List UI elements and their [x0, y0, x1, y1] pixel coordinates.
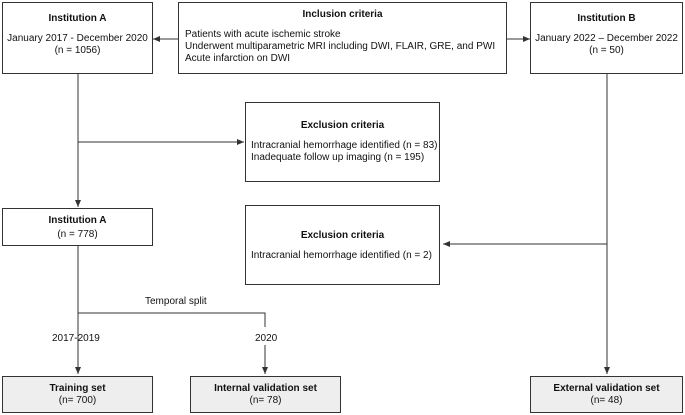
inclusion-criterion-2: Underwent multiparametric MRI including …	[185, 41, 496, 52]
training-set-count: (n= 700)	[58, 395, 97, 406]
institution-a-top-title: Institution A	[48, 13, 107, 24]
institution-a-mid-count: (n = 778)	[57, 229, 98, 240]
inclusion-criteria-title: Inclusion criteria	[302, 9, 383, 20]
temporal-split-label: Temporal split	[145, 296, 207, 307]
split-line	[78, 312, 266, 327]
institution-a-mid-box: Institution A (n = 778)	[2, 208, 153, 246]
institution-b-title: Institution B	[577, 13, 636, 24]
inclusion-criterion-1: Patients with acute ischemic stroke	[185, 29, 341, 40]
internal-validation-title: Internal validation set	[214, 383, 317, 394]
external-validation-box: External validation set (n= 48)	[530, 376, 683, 413]
institution-a-top-dates: January 2017 - December 2020	[7, 33, 148, 44]
split-left-label: 2017-2019	[52, 333, 100, 344]
internal-validation-count: (n= 78)	[249, 395, 282, 406]
institution-b-dates: January 2022 – December 2022	[535, 33, 678, 44]
exclusion-2-item-1: Intracranial hemorrhage identified (n = …	[251, 250, 432, 261]
exclusion-criteria-2-box: Exclusion criteria Intracranial hemorrha…	[245, 205, 440, 285]
training-set-box: Training set (n= 700)	[2, 376, 153, 413]
institution-b-box: Institution B January 2022 – December 20…	[530, 2, 683, 74]
exclusion-1-item-2: Inadequate follow up imaging (n = 195)	[251, 152, 425, 163]
internal-validation-box: Internal validation set (n= 78)	[190, 376, 341, 413]
external-validation-title: External validation set	[553, 383, 660, 394]
institution-a-top-count: (n = 1056)	[54, 45, 101, 56]
exclusion-1-item-1: Intracranial hemorrhage identified (n = …	[251, 140, 438, 151]
exclusion-criteria-2-title: Exclusion criteria	[300, 230, 385, 241]
institution-a-mid-title: Institution A	[48, 215, 107, 226]
exclusion-criteria-1-box: Exclusion criteria Intracranial hemorrha…	[245, 102, 440, 182]
external-validation-count: (n= 48)	[590, 395, 623, 406]
inclusion-criteria-box: Inclusion criteria Patients with acute i…	[178, 2, 507, 74]
inclusion-criterion-3: Acute infarction on DWI	[185, 53, 291, 64]
split-right-label: 2020	[255, 333, 278, 344]
institution-a-top-box: Institution A January 2017 - December 20…	[2, 2, 153, 74]
exclusion-criteria-1-title: Exclusion criteria	[300, 120, 385, 131]
training-set-title: Training set	[49, 383, 106, 394]
institution-b-count: (n = 50)	[589, 45, 624, 56]
